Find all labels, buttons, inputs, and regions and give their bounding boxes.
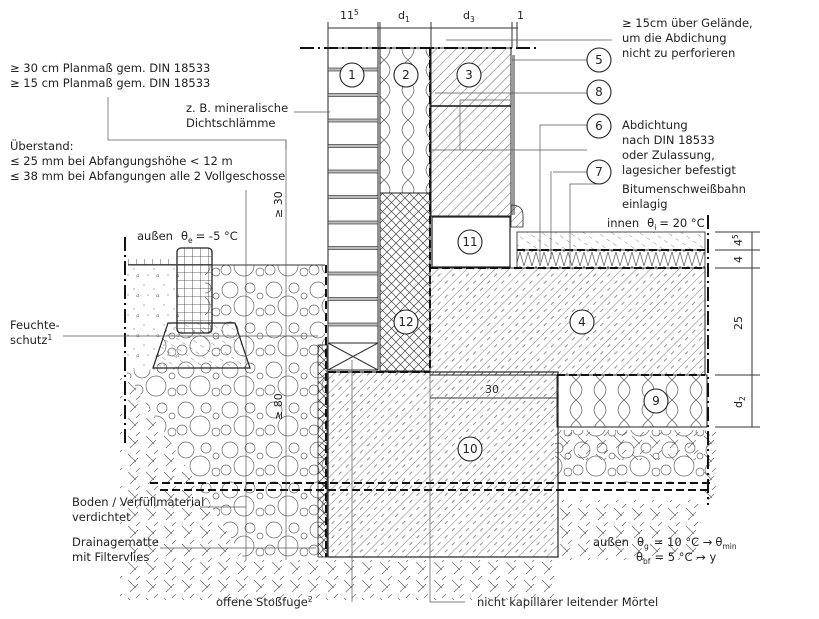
- note-gelaende-3: nicht zu perforieren: [622, 46, 735, 60]
- mortar-joint: [327, 322, 379, 327]
- perimeter-insulation-9: [556, 374, 708, 428]
- floor-slab-4: [429, 267, 706, 376]
- skirting: [510, 204, 524, 228]
- svg-text:7: 7: [595, 165, 603, 179]
- internal-dimensions: ≥ 30 ≥ 80 30: [245, 140, 557, 560]
- marker-5: 5: [586, 47, 612, 73]
- facing-brick-1: [327, 47, 379, 371]
- dim-4: 4: [732, 256, 745, 263]
- svg-text:10: 10: [462, 442, 477, 456]
- mortar-joint: [327, 246, 379, 250]
- dim-d1: d1: [398, 9, 410, 24]
- svg-text:3: 3: [465, 68, 473, 82]
- soil-region: [120, 370, 720, 600]
- note-abdichtung-3: oder Zulassung,: [622, 148, 715, 162]
- note-gelaende-2: um die Abdichung: [622, 31, 727, 45]
- note-ueberstand-2: ≤ 38 mm bei Abfangungen alle 2 Vollgesch…: [10, 169, 285, 183]
- note-boden-1: Boden / Verfüllmaterial: [72, 495, 204, 509]
- note-boden-2: verdichtet: [72, 510, 131, 524]
- screed: [516, 231, 706, 251]
- marker-2: 2: [393, 62, 419, 88]
- svg-text:1: 1: [348, 68, 356, 82]
- marker-8: 8: [586, 79, 612, 105]
- marker-11: 11: [457, 229, 483, 255]
- svg-text:8: 8: [595, 85, 603, 99]
- marker-12: 12: [393, 309, 419, 335]
- top-dimension-chain: 115 d1 d3 1: [327, 8, 524, 48]
- note-ueberstand-title: Überstand:: [10, 137, 74, 153]
- mortar-joint: [327, 297, 379, 301]
- marker-7: 7: [586, 159, 612, 185]
- note-ueberstand-1: ≤ 25 mm bei Abfangungshöhe < 12 m: [10, 154, 233, 168]
- note-feuchteschutz-1: Feuchte-: [10, 318, 60, 332]
- curb-stone: [176, 247, 213, 334]
- dim-d2: d2: [732, 396, 747, 408]
- dim-ge30: ≥ 30: [272, 191, 285, 218]
- note-planmass-30: ≥ 30 cm Planmaß gem. DIN 18533: [10, 61, 210, 75]
- marker-3: 3: [456, 62, 482, 88]
- mortar-joint: [327, 220, 379, 225]
- note-abdichtung-2: nach DIN 18533: [622, 133, 715, 147]
- svg-text:5: 5: [595, 53, 603, 67]
- mortar-joint: [327, 169, 379, 174]
- curb-foundation: [152, 322, 251, 369]
- dim-30: 30: [485, 383, 499, 396]
- mortar-joint: [327, 118, 379, 123]
- marker-10: 10: [457, 436, 483, 462]
- svg-text:4: 4: [578, 315, 586, 329]
- grass-surface: [128, 259, 325, 266]
- mortar-joint: [327, 144, 379, 148]
- ground-climate-bf: θbf= 5 °C → y: [636, 550, 716, 566]
- foundation-10: [327, 371, 559, 558]
- marker-6: 6: [586, 113, 612, 139]
- note-stossfuge: offene Stoßfuge2: [216, 595, 313, 609]
- right-dimension-chain: 45 4 25 d2: [715, 231, 760, 428]
- note-drainage-1: Drainagematte: [72, 535, 159, 549]
- note-bitumen-2: einlagig: [622, 197, 668, 211]
- svg-text:11: 11: [462, 235, 477, 249]
- dim-ge80: ≥ 80: [272, 393, 285, 420]
- svg-text:6: 6: [595, 119, 603, 133]
- impact-insulation: [516, 249, 706, 269]
- note-abdichtung-1: Abdichtung: [622, 118, 688, 132]
- dim-45: 45: [731, 234, 745, 246]
- mortar-joint: [327, 93, 379, 97]
- dim-25: 25: [732, 316, 745, 330]
- marker-4: 4: [569, 309, 595, 335]
- note-gelaende-1: ≥ 15cm über Gelände,: [622, 16, 753, 30]
- plaster-5: [511, 55, 515, 215]
- note-dichtschlaemme-1: z. B. mineralische: [186, 101, 288, 115]
- marker-1: 1: [339, 62, 365, 88]
- mortar-joint: [327, 271, 379, 276]
- dim-1: 1: [517, 9, 524, 22]
- inner-wall-3: [430, 47, 512, 217]
- svg-text:2: 2: [402, 68, 410, 82]
- waterproofing-layers: [150, 48, 710, 557]
- dim-d3: d3: [463, 9, 475, 24]
- item-markers: 1 2 3 5 8 6 7 11 12 4 9 10: [339, 47, 669, 462]
- note-bitumen-1: Bitumenschweißbahn: [622, 182, 746, 196]
- annotations: ≥ 30 cm Planmaß gem. DIN 18533 ≥ 15 cm P…: [10, 16, 753, 609]
- note-abdichtung-4: lagesicher befestigt: [622, 163, 736, 177]
- svg-text:12: 12: [398, 315, 413, 329]
- dim-115: 115: [340, 8, 359, 22]
- mortar-joint: [327, 195, 379, 199]
- marker-9: 9: [643, 388, 669, 414]
- note-moertel: nicht kapillarer leitender Mörtel: [477, 595, 658, 609]
- note-dichtschlaemme-2: Dichtschlämme: [186, 116, 276, 130]
- note-drainage-2: mit Filtervlies: [72, 550, 149, 564]
- svg-text:9: 9: [652, 394, 660, 408]
- note-planmass-15: ≥ 15 cm Planmaß gem. DIN 18533: [10, 76, 210, 90]
- perimeter-insulation-12: [379, 192, 431, 372]
- section-axes: [124, 47, 709, 505]
- note-feuchteschutz-2: schutz1: [10, 333, 52, 347]
- leader-lines: [63, 39, 612, 603]
